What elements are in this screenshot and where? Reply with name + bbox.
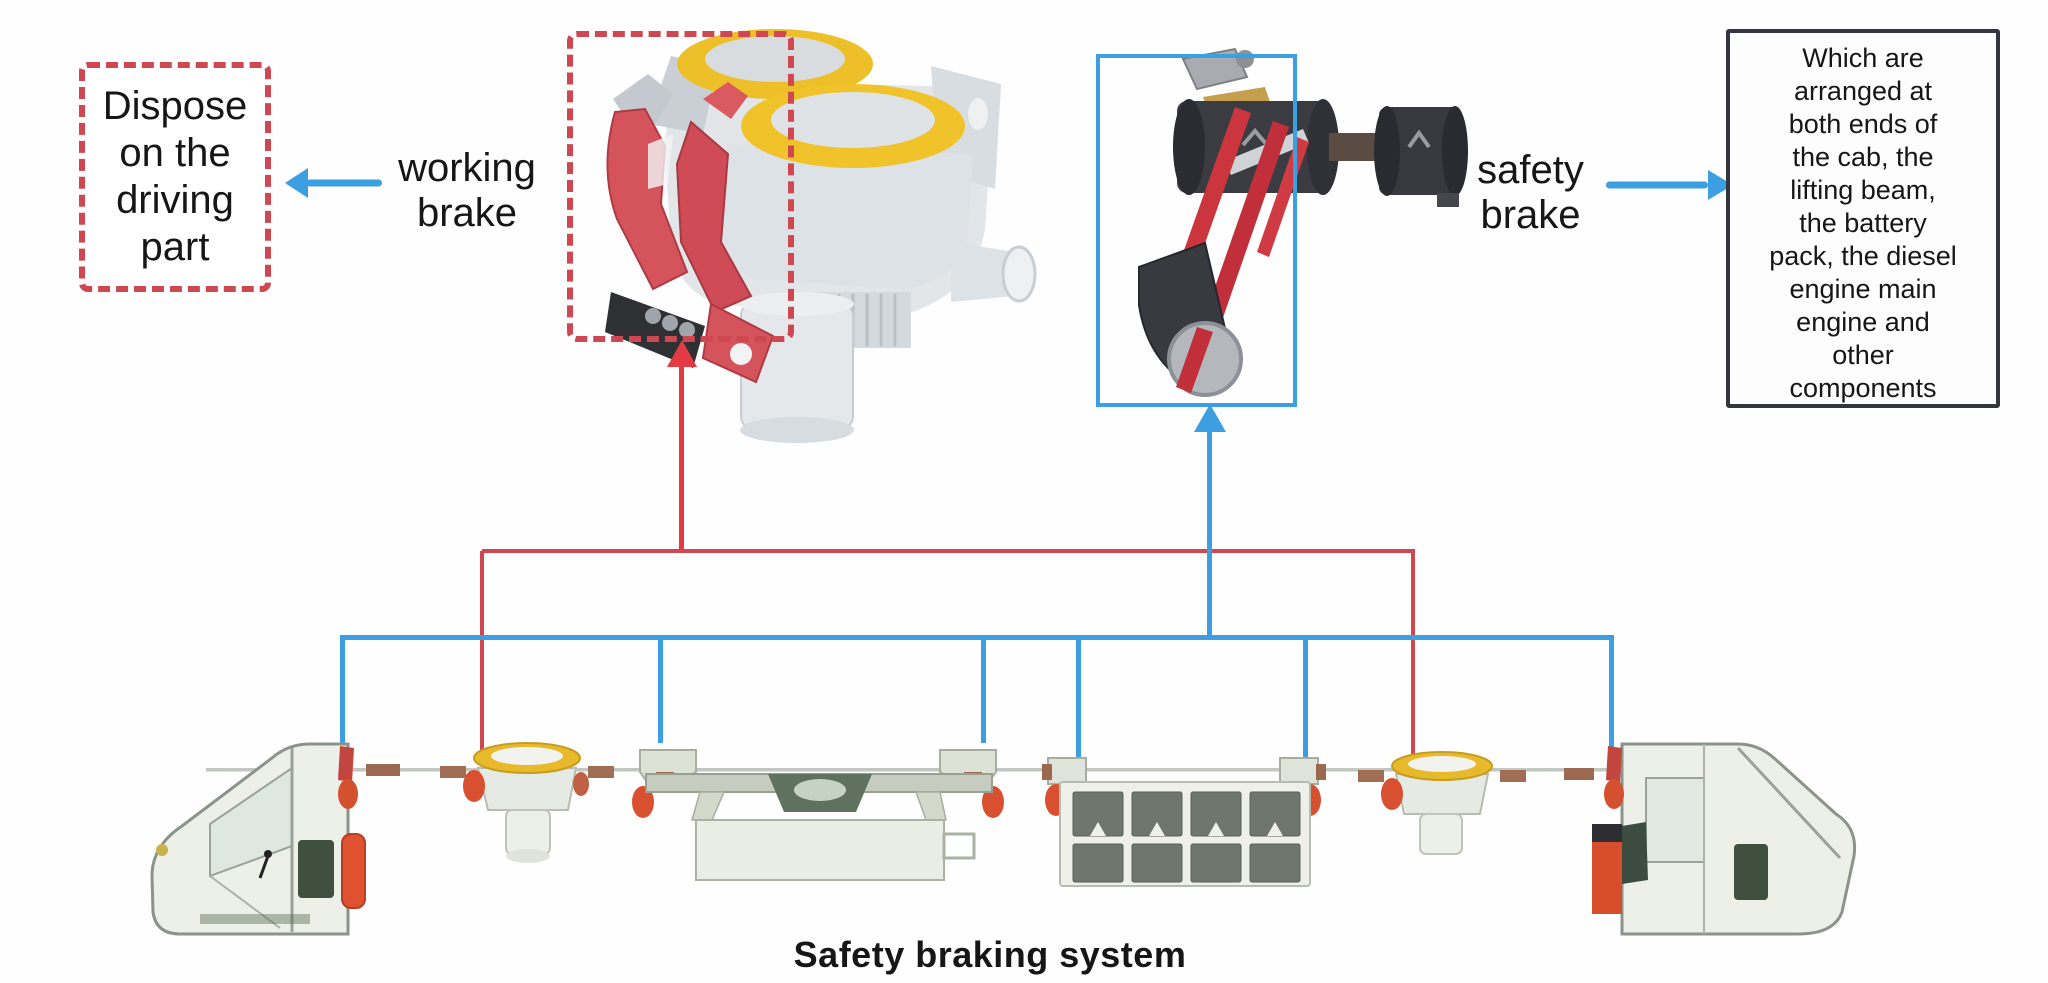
info-note-box: Which are arranged at both ends of the c…	[1726, 29, 2000, 408]
lifting-beam-carriage	[632, 749, 1004, 881]
cab-left	[150, 742, 400, 936]
blue-arrow-left-icon	[285, 168, 382, 198]
info-note-text: Which are arranged at both ends of the c…	[1769, 43, 1957, 403]
battery-pack-carriage	[1042, 757, 1326, 887]
blue-arrow-right-icon	[1606, 170, 1733, 200]
yellow-rings	[677, 29, 965, 168]
safety-brake-image	[1138, 47, 1468, 397]
blue-connector-drop-4	[1076, 635, 1081, 757]
working-brake-image	[605, 29, 1037, 443]
red-connector-vertical-right	[1411, 551, 1415, 761]
blue-connector-drop-5	[1303, 635, 1308, 757]
dispose-note-text: Dispose on the driving part	[102, 84, 248, 269]
cone-and-disc	[1138, 241, 1243, 397]
blue-arrow-up-icon	[1194, 404, 1226, 432]
red-arrow-up-shaft	[679, 364, 684, 551]
blue-connector-drop-6	[1609, 635, 1614, 747]
safety-brake-highlight-box	[1096, 54, 1297, 407]
diagram-caption: Safety braking system	[793, 934, 1187, 975]
red-connector-horizontal	[482, 549, 1415, 553]
dispose-note-box: Dispose on the driving part	[79, 62, 271, 292]
tow-rail	[206, 768, 1622, 772]
brake-unit-2	[1358, 751, 1526, 855]
blue-connector-horizontal	[342, 635, 1614, 640]
blue-connector-drop-3	[981, 635, 986, 743]
red-connector-vertical-left	[480, 551, 484, 757]
blue-connector-drop-2	[658, 635, 663, 743]
lower-cylinder	[740, 242, 1037, 443]
blue-arrow-up-shaft	[1207, 430, 1212, 638]
working-brake-highlight-box	[567, 31, 794, 342]
train-image	[150, 742, 1857, 936]
cab-right	[1564, 742, 1857, 936]
blue-connector-drop-1	[340, 635, 345, 747]
red-arrow-up-icon	[667, 340, 697, 367]
working-brake-label: working brake	[398, 146, 536, 235]
safety-brake-label: safety brake	[1477, 148, 1584, 237]
brake-unit-1	[440, 742, 614, 863]
